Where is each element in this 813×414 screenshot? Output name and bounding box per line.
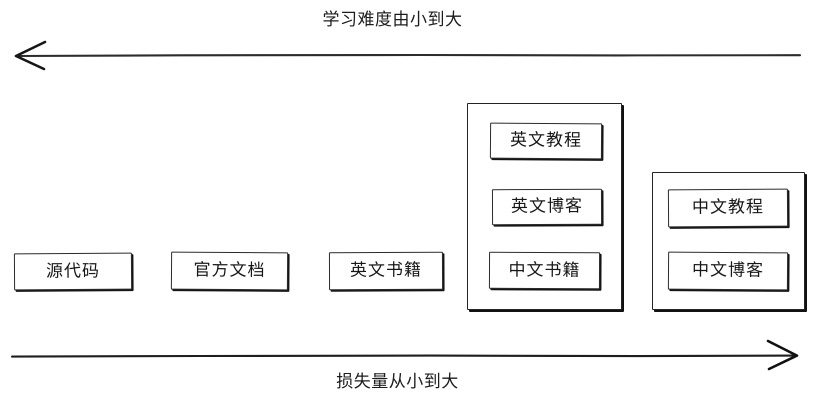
node-source-code-label: 源代码 <box>45 260 101 282</box>
node-english-blog-label: 英文博客 <box>510 196 584 217</box>
node-official-docs[interactable]: 官方文档 <box>170 251 289 291</box>
bottom-axis-label: 损失量从小到大 <box>336 372 459 392</box>
node-english-tutorial[interactable]: 英文教程 <box>489 122 603 160</box>
node-chinese-books[interactable]: 中文书籍 <box>488 251 601 290</box>
node-english-blog[interactable]: 英文博客 <box>491 188 603 226</box>
node-chinese-blog[interactable]: 中文博客 <box>667 251 789 291</box>
node-chinese-books-label: 中文书籍 <box>508 259 581 281</box>
node-chinese-blog-label: 中文博客 <box>691 260 765 281</box>
top-axis-arrow <box>14 40 802 71</box>
top-axis-label: 学习难度由小到大 <box>322 10 463 30</box>
node-official-docs-label: 官方文档 <box>193 260 266 281</box>
bottom-axis-arrow <box>10 339 799 371</box>
node-chinese-tutorial[interactable]: 中文教程 <box>667 188 789 228</box>
node-chinese-tutorial-label: 中文教程 <box>691 197 765 218</box>
node-english-tutorial-label: 英文教程 <box>509 130 583 151</box>
node-source-code[interactable]: 源代码 <box>13 252 133 291</box>
node-english-books[interactable]: 英文书籍 <box>328 251 444 291</box>
node-english-books-label: 英文书籍 <box>349 260 423 281</box>
